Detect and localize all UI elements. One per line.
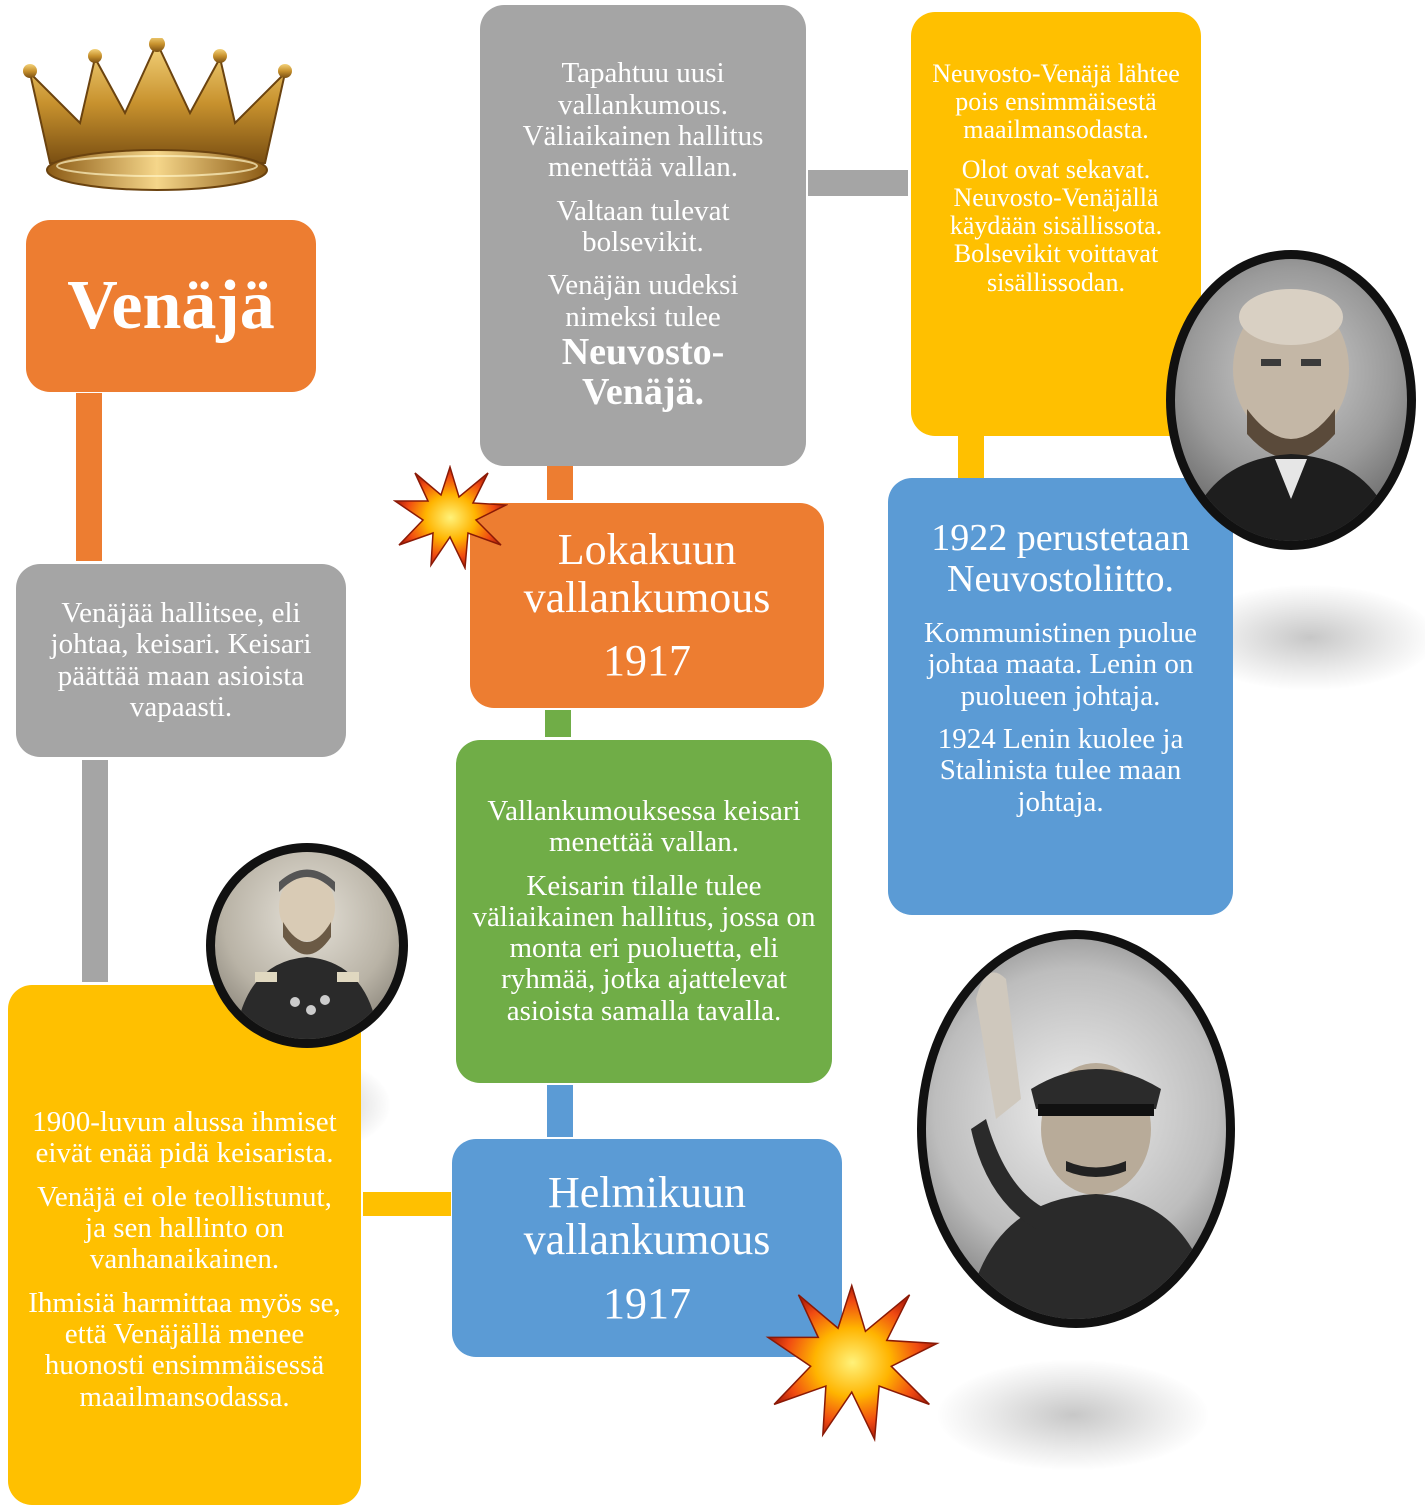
page-title: Venäjä	[67, 267, 275, 344]
new-name-bold: Neuvosto-Venäjä.	[561, 330, 725, 413]
lenin-portrait	[1166, 250, 1416, 550]
bolsheviks-box: Tapahtuu uusi vallankumous. Väliaikainen…	[480, 5, 806, 466]
discontent-text-3: Ihmisiä harmittaa myös se, että Venäjäll…	[28, 1286, 341, 1413]
october-revolution-box: Lokakuun vallankumous 1917	[470, 503, 824, 708]
discontent-text-2: Venäjä ei ole teollistunut, ja sen halli…	[37, 1180, 332, 1276]
crown-icon	[23, 38, 292, 191]
connector-emperor-to-discontent	[82, 760, 108, 982]
february-revolution-box: Helmikuun vallankumous 1917	[452, 1139, 842, 1357]
october-revolution-year: 1917	[603, 636, 691, 686]
stalin-portrait	[917, 930, 1235, 1328]
civil-war-text-2: Olot ovat sekavat. Neuvosto-Venäjällä kä…	[949, 155, 1163, 297]
discontent-box: 1900-luvun alussa ihmiset eivät enää pid…	[8, 985, 361, 1505]
discontent-text-1: 1900-luvun alussa ihmiset eivät enää pid…	[32, 1106, 337, 1170]
provisional-text-2: Keisarin tilalle tulee väliaikainen hall…	[472, 869, 816, 1027]
title-box: Venäjä	[26, 220, 316, 392]
bolsheviks-text-3-lead: Venäjän uudeksi nimeksi tulee	[547, 269, 739, 333]
portrait-shadow	[938, 1360, 1208, 1470]
february-revolution-name: Helmikuun vallankumous	[523, 1167, 771, 1265]
tsar-portrait	[206, 843, 408, 1048]
explosion-icon	[765, 1283, 940, 1443]
soviet-union-text-2: 1924 Lenin kuolee ja Stalinista tulee ma…	[937, 723, 1184, 818]
connector-title-to-emperor	[76, 393, 102, 561]
bolsheviks-text-1: Tapahtuu uusi vallankumous. Väliaikainen…	[522, 57, 764, 184]
soviet-union-heading: 1922 perustetaan Neuvostoliitto.	[931, 517, 1190, 601]
connector-october-to-bolsheviks	[547, 466, 573, 500]
explosion-icon	[393, 465, 508, 570]
connector-discontent-to-february	[363, 1192, 451, 1216]
emperor-rules-box: Venäjää hallitsee, eli johtaa, keisari. …	[16, 564, 346, 757]
connector-civilwar-to-soviet	[958, 436, 984, 478]
bolsheviks-text-2: Valtaan tulevat bolsevikit.	[556, 194, 730, 258]
connector-bolsheviks-to-civilwar	[808, 170, 908, 196]
february-revolution-year: 1917	[603, 1278, 691, 1328]
october-revolution-name: Lokakuun vallankumous	[523, 525, 771, 622]
connector-provisional-to-october	[545, 710, 571, 737]
civil-war-text-1: Neuvosto-Venäjä lähtee pois ensimmäisest…	[932, 59, 1180, 145]
emperor-rules-text: Venäjää hallitsee, eli johtaa, keisari. …	[50, 596, 312, 723]
soviet-union-text-1: Kommunistinen puolue johtaa maata. Lenin…	[923, 617, 1198, 712]
provisional-government-box: Vallankumouksessa keisari menettää valla…	[456, 740, 832, 1083]
bolsheviks-text-3: Venäjän uudeksi nimeksi tulee Neuvosto-V…	[502, 269, 784, 413]
civil-war-box: Neuvosto-Venäjä lähtee pois ensimmäisest…	[911, 12, 1201, 436]
connector-february-to-provisional	[547, 1085, 573, 1137]
provisional-text-1: Vallankumouksessa keisari menettää valla…	[487, 794, 801, 859]
soviet-union-box: 1922 perustetaan Neuvostoliitto. Kommuni…	[888, 478, 1233, 915]
